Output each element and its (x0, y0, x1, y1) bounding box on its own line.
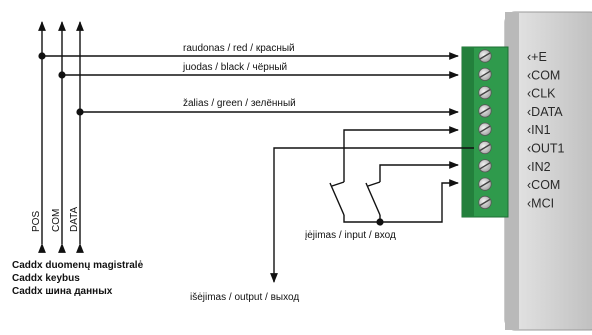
screw-slot (479, 88, 491, 97)
power-wires (38, 52, 459, 116)
wire-label-green: žalias / green / зелённый (183, 98, 296, 109)
input-label: įėjimas / input / вход (305, 230, 396, 241)
terminal-block (461, 46, 509, 218)
wire-out1 (270, 147, 474, 283)
bus-label-data: DATA (69, 206, 80, 232)
terminal-labels: ‹+E ‹COM ‹CLK ‹DATA ‹IN1 ‹OUT1 ‹IN2 ‹COM ‹MCI (527, 50, 565, 210)
switch-junction-dot (376, 218, 384, 226)
io-circuit (270, 126, 474, 283)
wire-in2 (379, 161, 459, 182)
bus-title-line-1: Caddx duomenų magistralė (12, 260, 144, 271)
screw-slot (479, 162, 491, 170)
terminal-label: ‹+E (527, 50, 547, 64)
terminal-label: ‹COM (527, 68, 560, 82)
terminal-label: ‹IN1 (527, 123, 551, 137)
screw-slot (479, 143, 491, 152)
screw-slot (479, 180, 491, 188)
screw-slot (479, 198, 491, 207)
switch-common-line (343, 215, 396, 223)
terminal-label: ‹OUT1 (527, 142, 565, 156)
bus-label-pos: POS (31, 211, 42, 232)
terminal-label: ‹COM (527, 178, 560, 192)
wire-in1 (343, 126, 459, 182)
screw-slot (479, 70, 491, 78)
terminal-label: ‹CLK (527, 87, 556, 101)
bus-title-line-3: Caddx шина данных (12, 286, 113, 297)
terminal-label: ‹MCI (527, 196, 554, 210)
switch-in1-blade (329, 182, 345, 216)
wire-com-return (396, 179, 459, 223)
screw-slot (479, 125, 491, 133)
screw-slot (479, 107, 491, 115)
switch-in2 (367, 181, 381, 187)
output-label: išėjimas / output / выход (190, 292, 299, 303)
wire-label-red: raudonas / red / красный (183, 43, 295, 54)
switch-in2-blade (365, 182, 381, 216)
switch-in1 (331, 181, 345, 187)
bus-label-com: COM (51, 209, 62, 232)
terminal-label: ‹IN2 (527, 160, 551, 174)
bus-title-line-2: Caddx keybus (12, 273, 80, 284)
terminal-label: ‹DATA (527, 105, 563, 119)
wire-label-black: juodas / black / чёрный (182, 62, 287, 73)
screw-slot (479, 52, 491, 60)
